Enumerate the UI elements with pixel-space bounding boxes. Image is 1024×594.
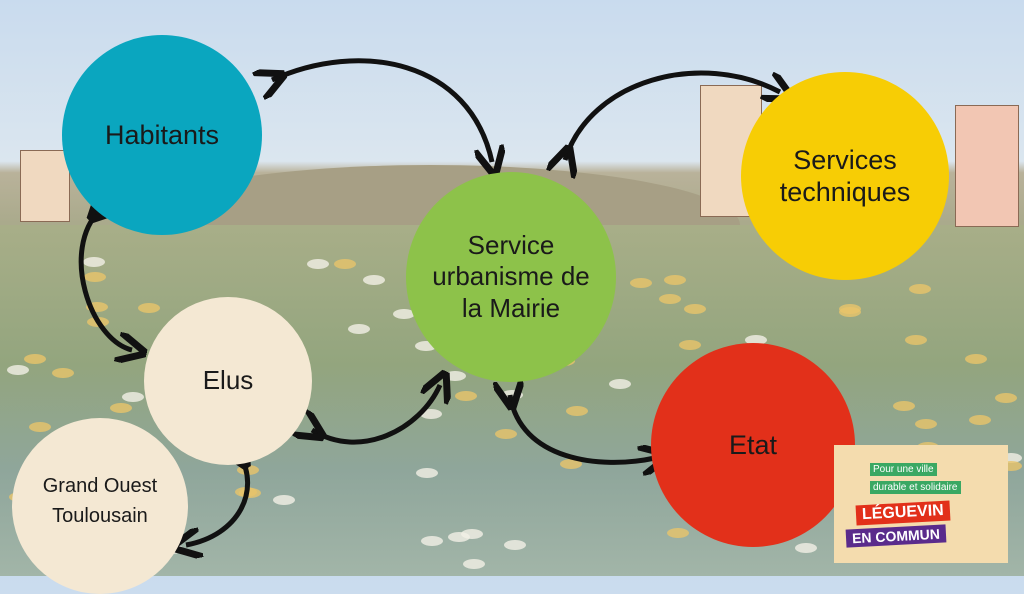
logo-tagline-1: Pour une ville xyxy=(870,463,937,476)
flower xyxy=(416,467,439,478)
flower xyxy=(678,339,701,350)
arrow-urbanisme-etat xyxy=(510,395,655,462)
flower xyxy=(683,303,706,314)
flower xyxy=(24,353,47,364)
flower xyxy=(7,365,30,376)
node-habitants: Habitants xyxy=(62,35,262,235)
flower xyxy=(999,453,1022,464)
node-label: urbanisme de xyxy=(432,261,590,292)
arrow-habitants-urbanisme xyxy=(272,58,492,162)
node-label: la Mairie xyxy=(461,292,561,323)
leguevin-en-commun-logo: Pour une ville durable et solidaire LÉGU… xyxy=(834,445,1008,563)
flower xyxy=(503,540,526,551)
flower xyxy=(414,341,437,352)
node-label: Habitants xyxy=(104,119,220,150)
house-right xyxy=(955,105,1019,227)
node-label: techniques xyxy=(779,177,911,207)
flower xyxy=(110,402,133,413)
arrow-elus-urbanisme xyxy=(312,385,440,445)
flower xyxy=(659,293,682,304)
logo-tagline-2: durable et solidaire xyxy=(870,481,961,494)
flower xyxy=(995,392,1018,403)
node-label: Toulousain xyxy=(52,505,148,527)
node-etat: Etat xyxy=(651,343,855,547)
arrow-habitants-elus xyxy=(78,210,132,350)
flower xyxy=(333,258,356,269)
flower xyxy=(463,559,485,570)
flower xyxy=(460,529,483,540)
logo-name: LÉGUEVIN xyxy=(855,500,951,526)
node-label: Service xyxy=(467,230,555,261)
flower xyxy=(348,324,371,335)
node-elus: Elus xyxy=(144,297,312,465)
flower xyxy=(969,414,992,425)
flower xyxy=(455,390,478,401)
flower xyxy=(915,419,938,429)
node-label: Grand Ouest xyxy=(42,475,158,497)
flower xyxy=(443,370,466,381)
flower xyxy=(838,307,861,318)
flower xyxy=(666,528,689,539)
flower xyxy=(448,532,471,543)
flower xyxy=(892,400,915,411)
flower xyxy=(29,421,52,432)
flower xyxy=(744,335,767,346)
node-label: Elus xyxy=(202,365,254,396)
flower xyxy=(392,308,415,319)
flower xyxy=(421,536,444,547)
flower xyxy=(273,495,296,506)
logo-subname: EN COMMUN xyxy=(845,524,947,548)
node-label: Etat xyxy=(728,429,778,460)
connection-arrows xyxy=(78,58,1024,576)
house-left xyxy=(20,150,70,222)
arrow-urbanisme-services xyxy=(565,70,780,160)
flower xyxy=(964,353,987,364)
node-label: Services xyxy=(793,144,897,175)
flower xyxy=(795,542,818,553)
flower xyxy=(909,283,932,294)
flower xyxy=(307,259,330,270)
flower xyxy=(630,277,653,288)
flower xyxy=(905,334,928,345)
arrow-elus-grandouest xyxy=(186,455,248,545)
flower xyxy=(52,368,75,379)
flower xyxy=(664,274,687,285)
flower xyxy=(121,392,144,403)
flower xyxy=(363,274,385,285)
flower xyxy=(1000,460,1023,471)
